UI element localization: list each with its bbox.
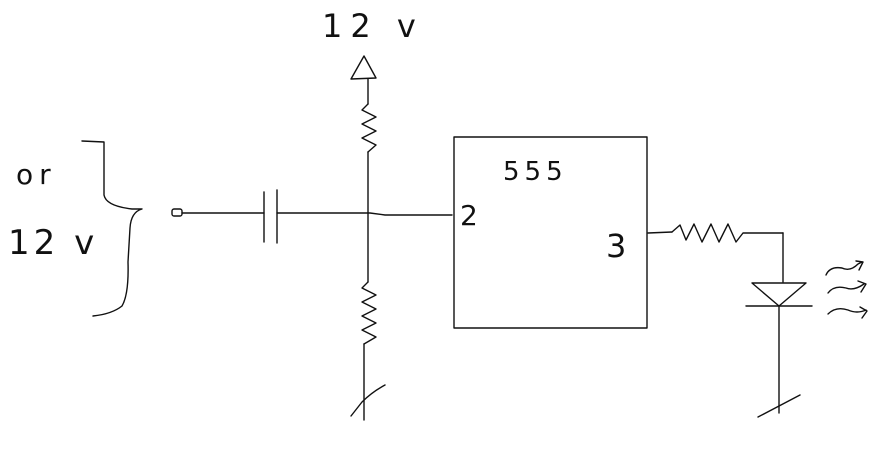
ic-pin-3-label: 3 <box>606 227 626 265</box>
ic-555-body <box>453 136 648 329</box>
coupling-capacitor <box>263 189 278 244</box>
trigger-wire <box>276 212 453 216</box>
input-label-12v: 12 v <box>8 223 98 263</box>
ic-555-label: 555 <box>503 157 568 187</box>
light-rays-icon <box>825 260 868 319</box>
output-wire <box>647 231 673 234</box>
ground-stroke-right <box>757 394 801 418</box>
ground-stroke-left <box>350 384 386 417</box>
input-label-or: or <box>16 158 57 191</box>
input-brace <box>81 140 143 317</box>
ic-pin-2-label: 2 <box>460 199 478 232</box>
led <box>745 282 813 307</box>
pulldown-resistor <box>361 281 377 345</box>
supply-label: 12 v <box>322 7 424 45</box>
pullup-resistor <box>361 103 377 153</box>
vcc-arrow-icon <box>350 55 377 80</box>
input-terminal[interactable] <box>171 208 183 217</box>
output-resistor <box>671 223 784 243</box>
